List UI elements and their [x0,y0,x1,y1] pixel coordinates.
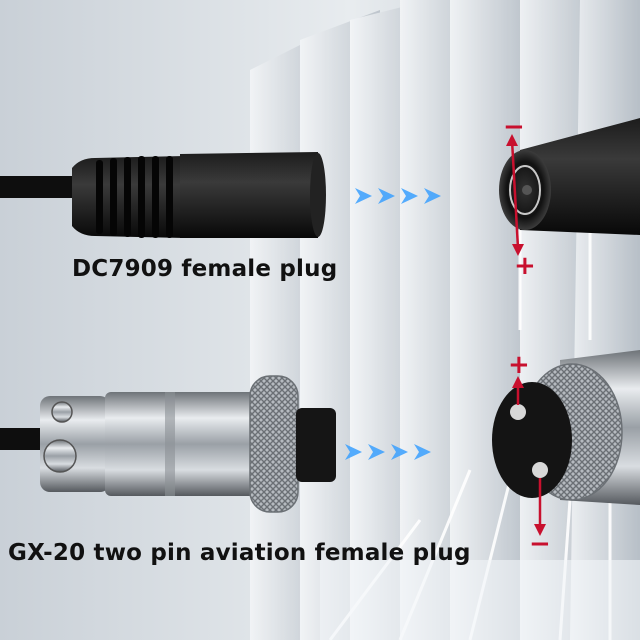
floor-glow [320,560,640,640]
gx-body [105,392,255,496]
gx-pin-hole-positive [510,404,526,420]
dc-grip-ridges [96,156,173,238]
positive-label-bottom: + [508,350,530,380]
gx-socket-insert [296,408,336,482]
positive-label-top: + [514,251,536,281]
dc-barrel [180,152,321,238]
double-headed-arrow-icon [506,134,524,256]
double-headed-arrow-icon [512,376,546,536]
gx-pin-hole-negative [532,462,548,478]
dc-cable [0,176,90,198]
gx20-caption: GX-20 two pin aviation female plug [8,540,471,566]
dc-plug-end-view [499,118,640,235]
negative-label-top: − [503,112,525,142]
dc7909-plug [0,152,326,238]
dc-barrel-end [310,153,326,237]
gx-plug-end-view [492,350,640,505]
gx20-plug [0,375,336,513]
dc7909-caption: DC7909 female plug [72,256,338,282]
chevron-right-icon [355,188,441,204]
negative-label-bottom: − [529,529,551,559]
chevron-right-icon [345,444,431,460]
gx-knurled-ring [249,375,299,513]
